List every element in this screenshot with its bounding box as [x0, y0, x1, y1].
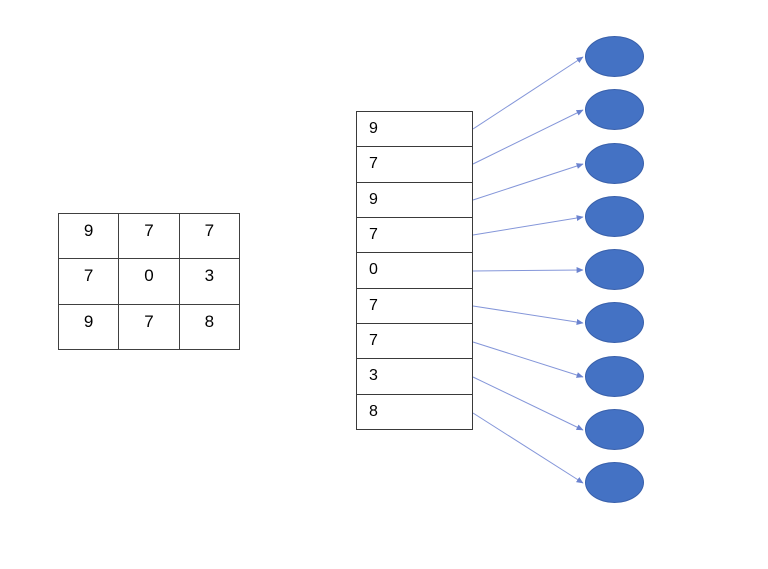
- connection-arrow-9: [472, 412, 584, 484]
- vector-cell-1: 9: [357, 112, 472, 148]
- connection-arrow-8: [472, 376, 584, 431]
- neuron-node-6: [585, 302, 644, 343]
- connection-arrow-7: [472, 341, 584, 378]
- connection-arrow-5: [472, 267, 584, 274]
- connection-arrow-3: [472, 163, 584, 201]
- matrix-cell-r2-c3: 3: [179, 259, 240, 305]
- matrix-cell-r2-c2: 0: [119, 259, 180, 305]
- vector-cell-4: 7: [357, 218, 472, 254]
- arrow-group: [472, 56, 584, 484]
- matrix-cell-r3-c3: 8: [179, 304, 240, 350]
- vector-cell-8: 3: [357, 359, 472, 395]
- connection-arrow-4: [472, 215, 584, 236]
- neuron-node-8: [585, 409, 644, 450]
- neuron-node-9: [585, 462, 644, 503]
- matrix-cell-r3-c1: 9: [59, 304, 120, 350]
- matrix-cell-r2-c1: 7: [59, 259, 120, 305]
- neuron-node-1: [585, 36, 644, 77]
- connection-arrow-2: [472, 109, 584, 165]
- connection-arrow-1: [472, 56, 584, 130]
- vector-cell-2: 7: [357, 147, 472, 183]
- vector-cell-3: 9: [357, 183, 472, 218]
- vector-cell-9: 8: [357, 395, 472, 430]
- neuron-node-3: [585, 143, 644, 184]
- neuron-node-5: [585, 249, 644, 290]
- neuron-node-2: [585, 89, 644, 130]
- matrix-cell-r1-c3: 7: [179, 214, 240, 260]
- vector-cell-7: 7: [357, 324, 472, 360]
- vector-cell-5: 0: [357, 253, 472, 289]
- neuron-node-4: [585, 196, 644, 237]
- connection-arrow-6: [472, 305, 584, 325]
- matrix-cell-r3-c2: 7: [119, 304, 180, 350]
- neuron-node-7: [585, 356, 644, 397]
- vector-cell-6: 7: [357, 289, 472, 324]
- matrix-cell-r1-c2: 7: [119, 214, 180, 260]
- matrix-cell-r1-c1: 9: [59, 214, 120, 260]
